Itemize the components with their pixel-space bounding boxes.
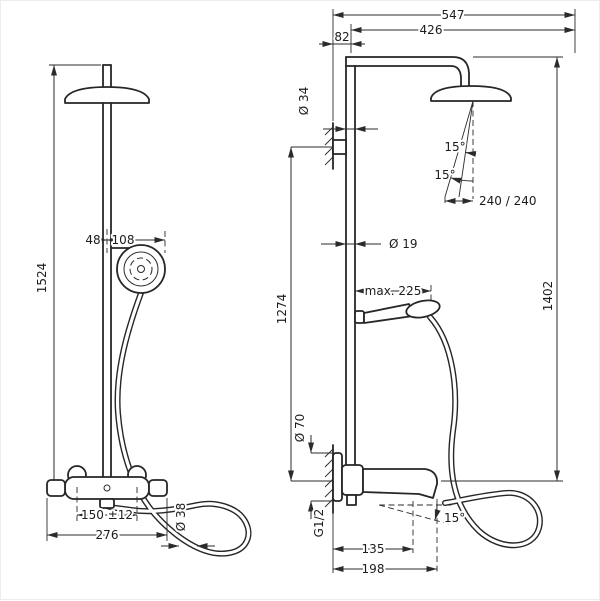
dim-escutcheon-diameter-lines (308, 435, 333, 519)
dim-spout-angle: 15° (444, 511, 465, 525)
dim-thread: G1/2 (312, 509, 326, 538)
wall-section-bottom (324, 444, 334, 514)
dim-wall-offset: 82 (334, 30, 349, 44)
overhead-shower-side (430, 85, 512, 102)
dim-pipe-diameter: Ø 19 (389, 237, 418, 251)
dim-offset-48: 48 (85, 233, 100, 247)
bottom-port (346, 494, 357, 506)
dim-spray-angle-upper: 15° (444, 140, 465, 154)
dim-riser-height: 1274 (275, 294, 289, 325)
side-view: 547 426 82 (273, 6, 576, 578)
dim-pipe-top-diameter: Ø 34 (297, 87, 311, 116)
dim-spray-coverage: 240 / 240 (479, 194, 536, 208)
riser-pipe-front (102, 102, 112, 478)
dim-connection-spacing: 150 ±12 (81, 508, 133, 522)
front-view: 1524 (33, 64, 252, 557)
dim-spout-total-reach: 198 (362, 562, 385, 576)
dim-spray-angle-lower: 15° (434, 168, 455, 182)
dim-hose-diameter: Ø 38 (174, 503, 188, 532)
dim-front-total-height-lines (49, 64, 101, 493)
tub-spout-side (362, 468, 438, 499)
dim-valve-width: 276 (96, 528, 119, 542)
dim-handshower-offset-lines (85, 229, 166, 253)
dim-side-total-height: 1402 (541, 281, 555, 312)
dim-holder-reach-lines (355, 285, 432, 307)
dim-connection-spacing-lines (76, 487, 138, 521)
dim-spout-reach-lines (332, 499, 438, 573)
spray-cone (444, 100, 477, 205)
dim-arm-reach: 426 (420, 23, 443, 37)
hand-shower-front (110, 241, 166, 294)
valve-handle-left (46, 479, 66, 497)
valve-handle-right (148, 479, 168, 497)
wall-bracket-side (324, 122, 347, 170)
dim-holder-reach: max. 225 (365, 284, 422, 298)
shower-hose-front (104, 290, 252, 557)
dim-total-depth: 547 (442, 8, 465, 22)
dim-spout-reach: 135 (362, 542, 385, 556)
mixer-valve-front (46, 465, 168, 509)
hose-outlet (99, 498, 115, 509)
dim-escutcheon-diameter: Ø 70 (293, 414, 307, 443)
dim-front-total-height: 1524 (35, 263, 49, 294)
dim-top-depth-lines (319, 9, 576, 121)
shower-arm-side (345, 56, 470, 87)
escutcheon-plate-side (332, 452, 343, 502)
dim-offset-108: 108 (112, 233, 135, 247)
dim-spout-angle-lines (378, 504, 453, 525)
overhead-shower-front (64, 64, 150, 104)
dim-side-total-height-lines (441, 56, 563, 482)
hand-shower-side (354, 299, 441, 324)
dim-valve-width-lines (46, 498, 168, 541)
mixer-valve-side (341, 464, 364, 506)
shower-hose-side (427, 314, 543, 549)
riser-pipe-side (345, 56, 356, 467)
